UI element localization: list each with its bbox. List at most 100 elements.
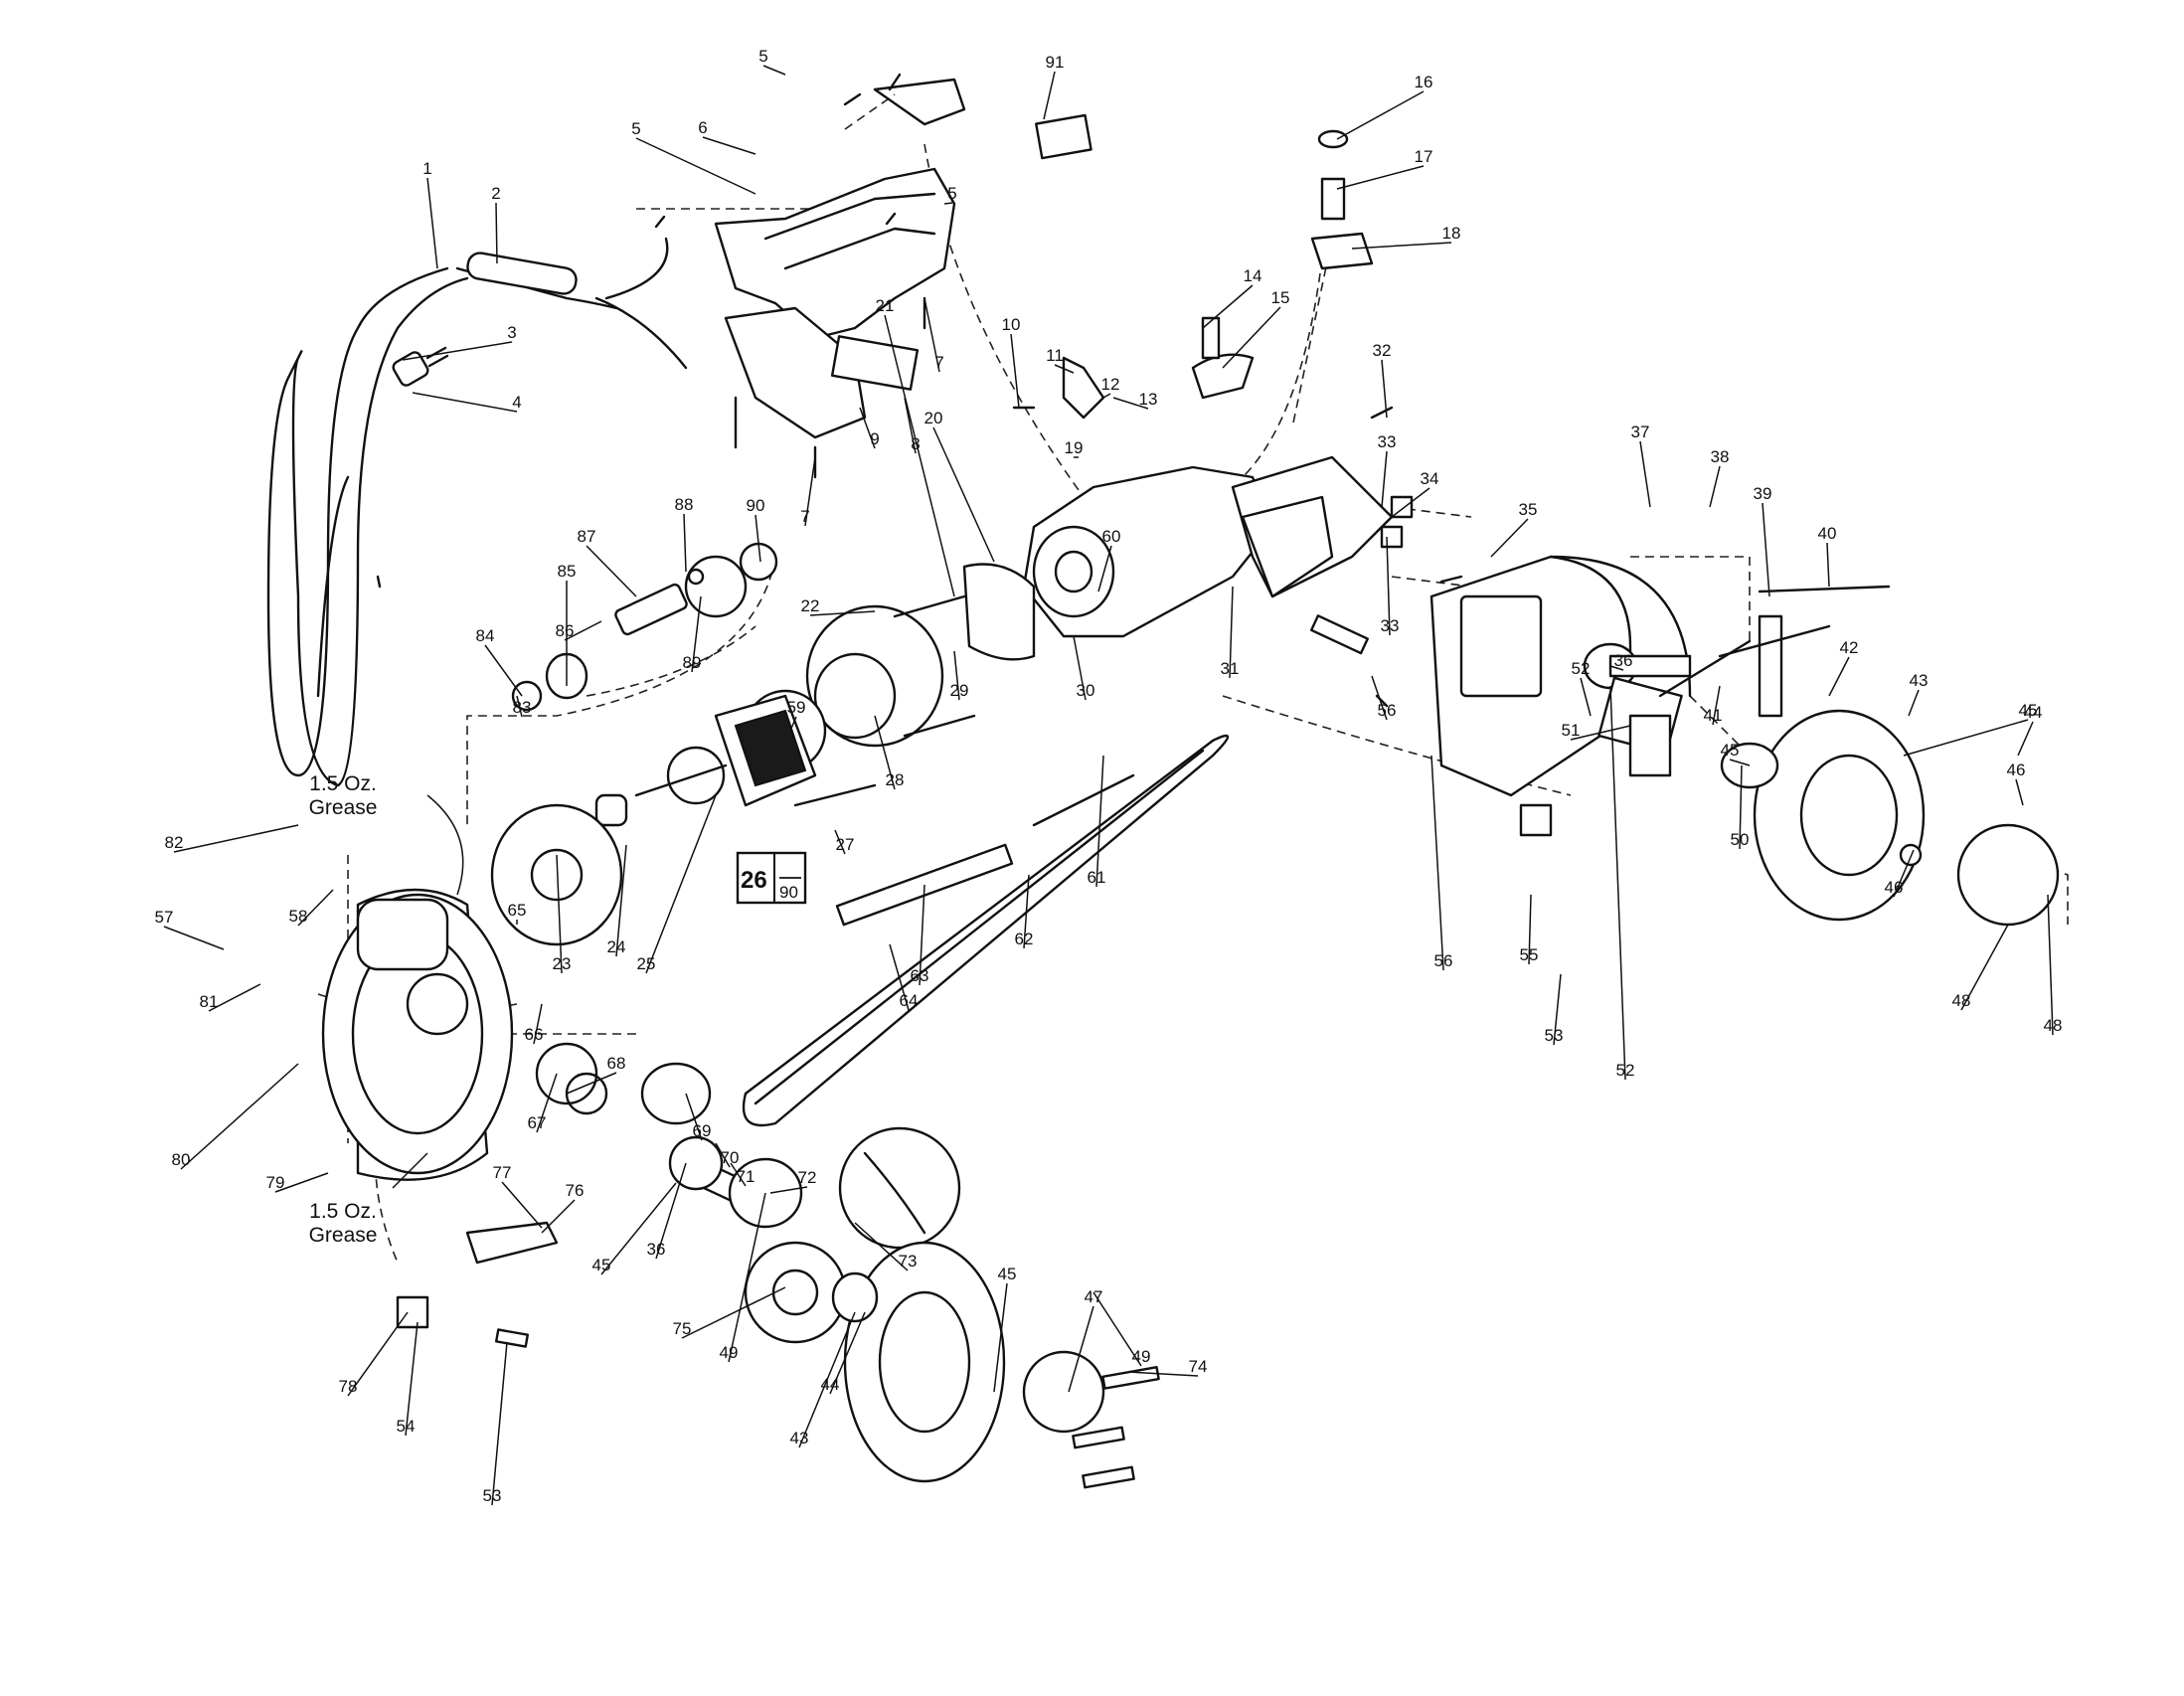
part-label-60: 60 [1102,527,1121,546]
leader-line-4 [412,392,518,413]
leader-line-60 [1097,545,1112,593]
part-label-77: 77 [493,1163,512,1182]
part-label-29: 29 [950,681,969,700]
leader-line-56 [1371,675,1388,721]
leader-line-5 [635,137,756,195]
part-label-56: 56 [1378,701,1397,720]
part-label-6: 6 [698,118,707,137]
leader-line-42 [1828,656,1850,697]
leader-line-82 [173,824,299,853]
leader-line-81 [208,983,261,1012]
leader-line-12 [1102,393,1111,399]
leader-line-27 [834,829,846,855]
part-label-15: 15 [1271,288,1290,307]
label-leader-lines [163,65,2054,1506]
part-label-45: 45 [2019,701,2038,720]
leader-line-9 [859,407,876,449]
leader-line-7 [924,297,940,373]
leader-line-67 [536,1073,558,1133]
part-label-83: 83 [513,698,532,717]
part-label-37: 37 [1631,423,1650,441]
part-label-71: 71 [737,1167,756,1186]
kit-box-sub: 90 [779,883,798,902]
leader-line-68 [566,1072,617,1095]
lower-drive-parts [396,1126,1160,1489]
part-label-53: 53 [483,1486,502,1505]
leader-line-36 [1609,665,1624,671]
leader-line-6 [702,136,756,155]
part-label-80: 80 [172,1150,191,1169]
leader-line-89 [691,595,702,673]
part-label-20: 20 [924,409,943,427]
part-label-51: 51 [1562,721,1581,740]
leader-line-41 [1712,685,1721,726]
part-label-79: 79 [266,1173,285,1192]
power-cord [266,237,688,787]
leader-line-24 [615,844,627,957]
leader-line-33 [1381,450,1388,508]
leader-line-90 [755,514,761,563]
part-label-42: 42 [1840,638,1859,657]
leader-line-59 [789,716,797,732]
leader-line-20 [932,426,995,563]
part-label-82: 82 [165,833,184,852]
leader-line-66 [533,1003,543,1045]
leader-line-47 [1068,1305,1094,1393]
leader-line-13 [1112,397,1149,410]
part-label-49: 49 [720,1343,739,1362]
part-label-46: 46 [1885,878,1904,897]
leader-line-53 [491,1341,508,1506]
leader-line-7 [804,456,816,527]
gear-train [511,542,778,712]
leader-line-29 [953,650,960,701]
part-label-67: 67 [528,1113,547,1132]
leader-line-43 [798,1311,856,1448]
part-label-18: 18 [1442,224,1461,243]
leader-line-57 [163,926,225,950]
leader-line-46 [1893,849,1915,898]
part-label-44: 44 [821,1375,840,1394]
part-label-53: 53 [1545,1026,1564,1045]
leader-line-44 [829,1311,866,1395]
switch-parts [1035,113,1374,420]
grease-notes: 1.5 Oz.Grease 1.5 Oz.Grease [309,772,464,1247]
leader-line-31 [1229,586,1234,679]
leader-line-49 [1092,1291,1142,1367]
part-label-81: 81 [200,992,219,1011]
part-label-84: 84 [476,626,495,645]
kit-callout-box: 26 90 [736,851,807,905]
leader-line-39 [1762,502,1770,597]
part-label-58: 58 [289,907,308,926]
part-label-16: 16 [1415,73,1433,91]
leader-line-45 [1903,719,2029,757]
leader-line-78 [347,1311,409,1397]
leader-line-8 [904,397,917,454]
leader-line-21 [884,314,955,597]
leader-line-54 [405,1321,419,1437]
part-label-2: 2 [491,184,500,203]
right-wheel-housing [1429,555,2060,927]
leader-line-3 [402,341,513,361]
motor-housing [1022,455,1394,638]
part-label-87: 87 [578,527,596,546]
part-label-47: 47 [1085,1287,1103,1306]
part-number-labels: 1234555677899110111213141516171819202122… [155,47,2063,1505]
leader-line-87 [586,545,637,597]
leader-line-43 [1908,689,1920,717]
part-label-43: 43 [790,1429,809,1447]
part-label-22: 22 [801,596,820,615]
leader-line-15 [1222,306,1281,369]
leader-line-48 [2047,894,2054,1036]
leader-line-36 [655,1162,687,1260]
leader-line-80 [180,1063,299,1170]
part-label-24: 24 [607,937,626,956]
part-label-28: 28 [886,770,905,789]
part-label-52: 52 [1572,659,1591,678]
leader-line-58 [297,889,334,927]
leader-line-35 [1490,518,1529,558]
part-label-40: 40 [1818,524,1837,543]
leader-line-45 [1729,759,1751,766]
part-label-39: 39 [1754,484,1772,503]
leader-line-2 [495,202,498,264]
leader-line-48 [1960,924,2009,1011]
